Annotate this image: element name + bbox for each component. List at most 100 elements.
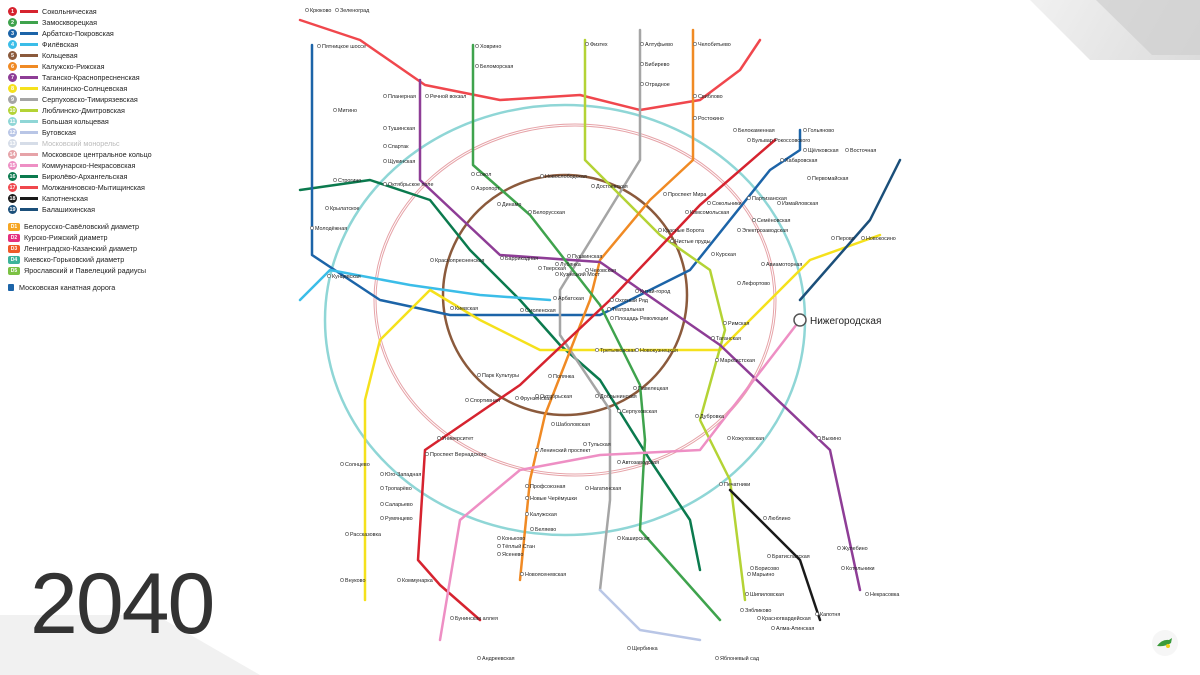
station-marker — [658, 228, 662, 232]
station-marker — [777, 201, 781, 205]
station-label: Чистые пруды — [675, 239, 711, 245]
station-marker — [737, 281, 741, 285]
station-label: Автозаводская — [622, 460, 659, 466]
station-marker — [745, 592, 749, 596]
station-marker — [475, 64, 479, 68]
line-number-badge: 6 — [8, 62, 17, 71]
station-marker — [771, 626, 775, 630]
station-marker — [693, 94, 697, 98]
station-label: Рассказовка — [350, 532, 381, 538]
station-label: Щукинская — [388, 159, 415, 165]
legend-diameter-D2: D2 Курско-Рижский диаметр — [8, 232, 152, 243]
station-label: Планерная — [388, 94, 416, 100]
line-14-mcc-inner — [374, 124, 776, 476]
legend-line-12: 12 Бутовская — [8, 127, 152, 138]
station-marker — [477, 373, 481, 377]
station-marker — [327, 274, 331, 278]
line-number-badge: 15 — [8, 161, 17, 170]
station-label: Спортивная — [470, 398, 500, 404]
station-label: Добрынинская — [600, 394, 637, 400]
station-label: Бибирево — [645, 62, 669, 68]
station-marker — [383, 94, 387, 98]
station-marker — [861, 236, 865, 240]
station-marker — [340, 462, 344, 466]
station-marker — [471, 186, 475, 190]
station-marker — [333, 108, 337, 112]
station-label: Яблоневый сад — [720, 655, 760, 662]
station-label: Арбатская — [558, 296, 584, 302]
logo — [1152, 630, 1178, 656]
line-name: Капотненская — [42, 194, 88, 203]
station-marker — [477, 656, 481, 660]
station-label: Коммунарка — [402, 578, 433, 584]
station-marker — [553, 296, 557, 300]
station-label: Третьяковская — [600, 348, 636, 354]
line-1 — [416, 138, 777, 622]
line-number-badge: 1 — [8, 7, 17, 16]
station-label: Красные Ворота — [663, 228, 704, 234]
station-label: Бунинская аллея — [455, 616, 498, 622]
station-label: Первомайская — [812, 175, 849, 182]
station-marker — [551, 422, 555, 426]
station-marker — [535, 394, 539, 398]
line-name: Московский монорельс — [42, 139, 120, 148]
station-marker — [555, 262, 559, 266]
station-label: Римская — [728, 321, 749, 327]
station-marker — [340, 578, 344, 582]
station-label: Беломорская — [480, 64, 513, 70]
line-name: Сокольническая — [42, 7, 97, 16]
line-name: Балашихинская — [42, 205, 96, 214]
station-label: Октябрьское поле — [388, 182, 433, 188]
station-label: Свиблово — [698, 94, 723, 100]
line-name: Таганско-Краснопресненская — [42, 73, 140, 82]
line-8 — [363, 233, 882, 602]
station-label: Дубровка — [700, 414, 724, 420]
station-marker — [333, 178, 337, 182]
station-marker — [837, 546, 841, 550]
station-label: Некрасовка — [870, 592, 899, 598]
line-number-badge: 11 — [8, 117, 17, 126]
station-marker — [711, 336, 715, 340]
station-marker — [711, 252, 715, 256]
line-swatch — [20, 65, 38, 68]
line-19 — [798, 158, 902, 302]
legend-line-17: 17 Молжаниновско-Мытищинская — [8, 182, 152, 193]
station-label: Пятницкое шоссе — [322, 44, 366, 50]
station-label: Новокосино — [866, 236, 896, 242]
station-label: Марьино — [752, 572, 774, 578]
station-marker — [752, 218, 756, 222]
station-label: Профсоюзная — [530, 484, 566, 490]
line-number-badge: 9 — [8, 95, 17, 104]
station-label: Проспект Мира — [668, 192, 706, 198]
line-swatch — [20, 76, 38, 79]
line-swatch — [20, 142, 38, 145]
diameter-badge: D1 — [8, 222, 20, 231]
station-marker — [515, 396, 519, 400]
diameter-name: Киевско-Горьковский диаметр — [24, 255, 125, 264]
station-marker — [635, 348, 639, 352]
station-label: Динамо — [502, 202, 521, 208]
station-marker — [497, 552, 501, 556]
station-label: Спартак — [388, 144, 409, 150]
station-marker — [540, 174, 544, 178]
station-marker — [345, 532, 349, 536]
station-label: Парк Культуры — [482, 373, 519, 379]
station-label: Бульвар Рокоссовского — [752, 138, 810, 144]
station-marker — [591, 184, 595, 188]
station-label: Алма-Атинская — [776, 626, 814, 632]
station-label: Университет — [442, 436, 474, 442]
legend: 1 Сокольническая 2 Замоскворецкая 3 Арба… — [8, 6, 152, 293]
station-label: Каширская — [622, 536, 650, 542]
station-label: Саларьево — [385, 502, 413, 508]
station-marker — [693, 42, 697, 46]
station-marker — [317, 44, 321, 48]
station-label: Аэропорт — [476, 186, 500, 192]
station-marker — [475, 44, 479, 48]
station-label: Тверская — [543, 266, 566, 272]
station-label: Охотный Ряд — [615, 297, 649, 304]
station-label: Павелецкая — [638, 386, 668, 392]
station-label: Юго-Западная — [385, 472, 421, 478]
station-marker — [465, 398, 469, 402]
station-marker — [803, 148, 807, 152]
